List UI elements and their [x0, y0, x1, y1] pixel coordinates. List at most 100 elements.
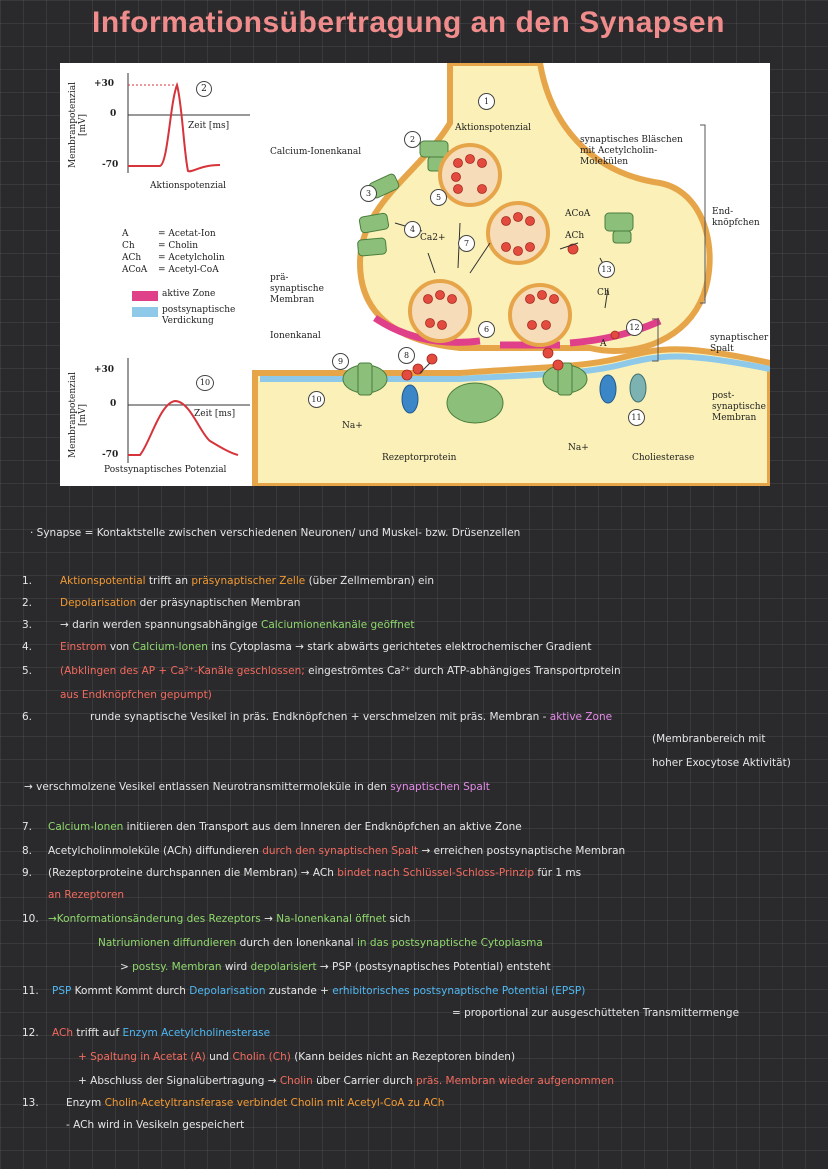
note-text: = proportional zur ausgeschütteten Trans…	[452, 1007, 740, 1019]
note-text: trifft an	[145, 575, 192, 587]
note-text: (Membranbereich mit	[652, 733, 766, 745]
step-marker-9: 9	[332, 353, 349, 370]
step-marker-11: 11	[628, 409, 645, 426]
note-line: → darin werden spannungsabhängige Calciu…	[60, 620, 415, 631]
note-text: über Carrier durch	[312, 1075, 416, 1087]
note-text: präsynaptischer Zelle	[191, 575, 306, 587]
note-number: 9.	[22, 867, 33, 879]
legend-post-thickening: postsynaptische Verdickung	[162, 305, 236, 326]
ap-tick-30: +30	[94, 79, 115, 89]
label-post-membran: post-synaptische Membran	[712, 391, 766, 423]
note-line: (Membranbereich mit	[652, 734, 766, 745]
note-text: synaptischen Spalt	[390, 781, 490, 793]
note-line: Enzym Cholin-Acetyltransferase verbindet…	[66, 1098, 444, 1109]
ap-caption: Aktionspotenzial	[150, 181, 227, 191]
note-text: präs. Membran wieder aufgenommen	[415, 1075, 614, 1087]
note-line: Einstrom von Calcium-Ionen ins Cytoplasm…	[60, 642, 591, 653]
note-line: ACh trifft auf Enzym Acetylcholinesteras…	[52, 1028, 270, 1039]
label-ionenkanal: Ionenkanal	[270, 331, 321, 341]
note-text: eingeströmtes Ca²⁺ durch ATP-abhängiges …	[304, 665, 621, 677]
label-a: A	[600, 339, 607, 349]
note-text: ins Cytoplasma → stark abwärts gerichtet…	[207, 641, 592, 653]
note-text: wird	[221, 961, 251, 973]
note-text: aktive Zone	[549, 711, 613, 723]
note-text: → PSP (postsynaptisches Potential) entst…	[316, 961, 551, 973]
active-zone-1	[373, 315, 481, 346]
psp-marker: 10	[196, 375, 214, 391]
note-text: durch den Ionenkanal	[236, 937, 357, 949]
label-na-2: Na+	[568, 443, 589, 453]
step-marker-7: 7	[458, 235, 475, 252]
step-marker-3: 3	[360, 185, 377, 202]
note-line: PSP Kommt Kommt durch Depolarisation zus…	[52, 986, 585, 997]
note-text: sich	[386, 913, 411, 925]
note-text: hoher Exocytose Aktivität)	[652, 757, 791, 769]
note-line: runde synaptische Vesikel in präs. Endkn…	[90, 712, 612, 723]
note-line: →Konformationsänderung des Rezeptors → N…	[48, 914, 410, 925]
note-line: Calcium-Ionen initiieren den Transport a…	[48, 822, 522, 833]
note-text: bindet nach Schlüssel-Schloss-Prinzip	[337, 867, 535, 879]
note-text: →	[260, 913, 277, 925]
label-acoa: ACoA	[565, 209, 591, 219]
note-number: 8.	[22, 845, 33, 857]
note-line: an Rezeptoren	[48, 890, 124, 901]
note-number: 12.	[22, 1027, 39, 1039]
note-number: 3.	[22, 619, 33, 631]
legend: A= Acetat-Ion Ch= Cholin ACh= Acetylchol…	[122, 228, 225, 276]
note-line: hoher Exocytose Aktivität)	[652, 758, 791, 769]
note-number: 7.	[22, 821, 33, 833]
definition-line: · Synapse = Kontaktstelle zwischen versc…	[30, 528, 520, 539]
step-marker-1: 1	[478, 93, 495, 110]
note-line: + Abschluss der Signalübertragung → Chol…	[78, 1076, 614, 1087]
note-line: > postsy. Membran wird depolarisiert → P…	[120, 962, 551, 973]
label-aktionspotenzial: Aktionspotenzial	[455, 123, 532, 133]
note-line: aus Endknöpfchen gepumpt)	[60, 690, 212, 701]
label-blaeschen: synaptisches Bläschen mit Acetylcholin-M…	[580, 135, 683, 167]
note-text: und	[205, 1051, 233, 1063]
note-text: Aktionspotential	[60, 575, 146, 587]
step-marker-10: 10	[308, 391, 325, 408]
step-marker-8: 8	[398, 347, 415, 364]
note-text: Cholin-Acetyltransferase	[104, 1097, 234, 1109]
step-marker-5: 5	[430, 189, 447, 206]
note-text: postsy. Membran	[132, 961, 222, 973]
page-title: Informationsübertragung an den Synapsen	[92, 6, 725, 39]
note-number: 13.	[22, 1097, 39, 1109]
note-text: Enzym	[66, 1097, 105, 1109]
legend-row: ACh= Acetylcholin	[122, 253, 225, 263]
step-marker-2: 2	[404, 131, 421, 148]
label-ach: ACh	[565, 231, 585, 241]
label-cholinesterase: Choliesterase	[632, 453, 695, 463]
legend-row: A= Acetat-Ion	[122, 229, 216, 239]
note-text: in das postsynaptische Cytoplasma	[356, 937, 543, 949]
note-line: - ACh wird in Vesikeln gespeichert	[66, 1120, 244, 1131]
note-text: Enzym Acetylcholinesterase	[122, 1027, 271, 1039]
note-text: → verschmolzene Vesikel entlassen Neurot…	[24, 781, 391, 793]
note-text: der präsynaptischen Membran	[136, 597, 301, 609]
note-line: Depolarisation der präsynaptischen Membr…	[60, 598, 300, 609]
label-endknoepfchen: End-knöpfchen	[712, 207, 760, 228]
note-text: · Synapse = Kontaktstelle zwischen versc…	[30, 527, 521, 539]
synapse-figure: Membranpotenzial [mV] +30 0 -70 Zeit [ms…	[60, 63, 770, 486]
psp-graph	[127, 358, 250, 463]
note-text: Na-Ionenkanal öffnet	[276, 913, 387, 925]
label-na-1: Na+	[342, 421, 363, 431]
note-text: Kommt Kommt durch	[71, 985, 190, 997]
note-text: für 1 ms	[534, 867, 582, 879]
note-text: Calciumionenkanäle geöffnet	[260, 619, 415, 631]
legend-row: ACoA= Acetyl-CoA	[122, 265, 219, 275]
note-number: 11.	[22, 985, 39, 997]
step-marker-12: 12	[626, 319, 643, 336]
note-text: Depolarisation	[60, 597, 137, 609]
note-text: Calcium-Ionen	[132, 641, 208, 653]
ap-marker: 2	[196, 81, 212, 97]
note-text: initiieren den Transport aus dem Inneren…	[123, 821, 522, 833]
label-ch: Ch	[597, 288, 610, 298]
note-text: depolarisiert	[250, 961, 317, 973]
note-text: zustande +	[265, 985, 333, 997]
ap-xlabel: Zeit [ms]	[188, 121, 230, 131]
ap-tick-0: 0	[110, 109, 117, 119]
psp-tick-0: 0	[110, 399, 117, 409]
note-text: >	[120, 961, 133, 973]
